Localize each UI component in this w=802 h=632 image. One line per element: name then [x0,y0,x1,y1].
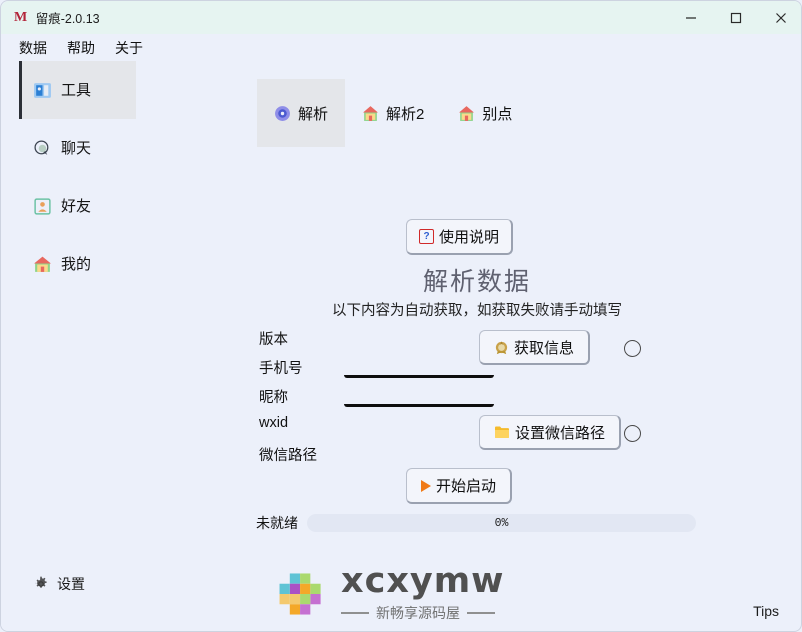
watermark-text: xcxymw 新畅享源码屋 [341,564,505,623]
field-label-nickname: 昵称 [259,390,288,406]
set-wechat-path-button-label: 设置微信路径 [515,424,606,442]
question-mark-icon: ? [419,229,434,244]
dash-right-icon [467,612,495,614]
sidebar-item-mine-label: 我的 [61,255,92,273]
title-bar-left: M 留痕-2.0.13 [1,8,100,27]
title-bar: M 留痕-2.0.13 [1,1,801,34]
sidebar-item-mine[interactable]: 我的 [19,235,136,293]
window-title: 留痕-2.0.13 [35,12,100,26]
tab-strip: 解析 解析2 别点 [257,79,529,147]
house-icon [459,105,475,121]
sidebar-item-tools-label: 工具 [61,81,92,99]
menu-item-data[interactable]: 数据 [19,39,47,56]
field-label-wxid: wxid [259,415,289,431]
page-subtitle: 以下内容为自动获取，如获取失败请手动填写 [332,303,622,319]
menu-item-help[interactable]: 帮助 [67,39,95,56]
medal-icon [495,340,508,354]
progress-bar-label: 0% [494,516,509,530]
tab-dontclick[interactable]: 别点 [441,79,529,147]
start-button[interactable]: 开始启动 [406,468,513,504]
help-button[interactable]: ? 使用说明 [406,219,514,255]
folder-icon [495,426,509,438]
field-row-nickname: 昵称 [259,381,679,412]
sidebar-item-settings-label: 设置 [57,576,85,592]
field-label-wechat-path: 微信路径 [259,448,317,464]
maximize-button[interactable] [713,1,758,34]
tab-parse2-label: 解析2 [386,105,425,123]
sidebar-item-friends[interactable]: 好友 [19,177,136,235]
close-icon [775,12,786,23]
help-button-label: 使用说明 [439,229,500,246]
start-button-label: 开始启动 [436,478,497,495]
page-title: 解析数据 [422,269,531,296]
tips-label[interactable]: Tips [753,603,779,619]
field-row-wxid: wxid [259,412,679,441]
field-label-version: 版本 [259,332,288,348]
wechat-path-status-indicator [624,425,641,442]
play-icon [421,479,431,492]
gear-icon [35,576,47,588]
field-row-version: 版本 [259,325,679,354]
tab-parse-label: 解析 [298,105,329,123]
phone-input[interactable] [344,352,494,378]
watermark-tagline-row: 新畅享源码屋 [341,603,505,623]
window-controls [668,1,801,34]
sidebar-item-settings[interactable]: 设置 [33,574,85,594]
home-icon [34,256,51,272]
app-logo-icon: M [14,9,28,25]
dash-left-icon [341,612,369,614]
sidebar-item-friends-label: 好友 [61,197,92,215]
pinwheel-logo-icon [279,572,321,615]
sidebar-item-chat[interactable]: 聊天 [19,119,136,177]
watermark-logo: xcxymw 新畅享源码屋 [273,564,505,623]
minimize-icon [685,16,696,19]
disc-icon [275,105,290,121]
menu-item-about[interactable]: 关于 [115,39,143,56]
progress-bar: 0% [307,514,696,532]
get-info-button[interactable]: 获取信息 [479,330,591,365]
field-row-wechat-path: 微信路径 [259,441,679,470]
get-info-status-indicator [624,340,641,357]
sidebar: 工具 聊天 好友 我的 [1,61,151,631]
watermark-brand: xcxymw [341,561,505,601]
chat-icon [34,139,49,155]
get-info-button-label: 获取信息 [514,339,575,357]
status-row: 未就绪 0% [256,513,696,533]
set-wechat-path-button[interactable]: 设置微信路径 [479,415,622,450]
nickname-input[interactable] [344,381,494,407]
form-fields: 版本 手机号 昵称 wxid 微信路径 [259,325,679,470]
watermark-tagline: 新畅享源码屋 [376,605,460,621]
close-button[interactable] [758,1,801,34]
tab-parse[interactable]: 解析 [257,79,346,147]
tab-parse2[interactable]: 解析2 [345,79,441,147]
menu-bar: 数据 帮助 关于 [1,34,801,61]
minimize-button[interactable] [668,1,713,34]
main-panel: ? 使用说明 解析数据 以下内容为自动获取，如获取失败请手动填写 版本 手机号 … [151,161,801,631]
status-badge: 未就绪 [256,515,298,531]
house-icon [363,105,378,121]
sidebar-item-tools[interactable]: 工具 [19,61,136,119]
field-label-phone: 手机号 [259,361,303,377]
maximize-icon [730,12,741,23]
contacts-icon [34,197,51,215]
tools-icon [34,82,51,98]
tab-dontclick-label: 别点 [482,105,513,123]
sidebar-item-chat-label: 聊天 [61,139,92,157]
field-row-phone: 手机号 [259,352,679,383]
